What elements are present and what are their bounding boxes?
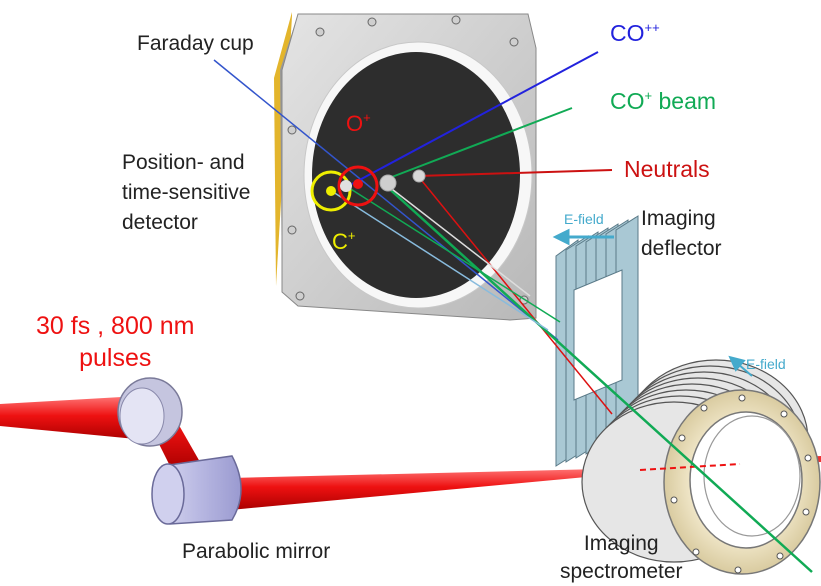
bolt [776,552,784,560]
c-plus-ring [310,170,352,212]
co-plus-plus-label: CO++ [610,20,660,47]
bolt [692,548,700,556]
co-plus-plus-charge: ++ [644,20,660,35]
imaging-spectrometer-label-line1: Imaging [583,532,659,555]
faraday-cup-pointer-line [213,59,559,341]
neutrals-label: Neutrals [624,156,710,182]
bolt [678,434,686,442]
c-plus-dot [326,186,336,196]
parabolic-mirror-face [151,463,185,525]
screw [287,125,297,135]
co-plus-beam-text: beam [652,88,717,114]
laser-pulses-label-line1: 30 fs , 800 nm [36,312,195,340]
o-plus-text: O [346,111,364,136]
o-plus-charge: + [363,110,371,125]
screw [509,37,519,47]
impact-spots [310,165,426,212]
neutrals-pointer-line [417,169,613,177]
imaging-deflector-label-line1: Imaging [641,207,716,230]
imaging-deflector-label: Imaging deflector [641,204,722,264]
spectrometer-bolts [670,394,812,574]
e-field-label-spectrometer: E-field [746,356,786,372]
laser-beam-focused [230,468,640,510]
bolt [802,508,810,516]
co-plus-plus-beam-line [351,51,599,185]
screw [451,15,461,25]
bolt [700,404,708,412]
detector-label: Position- and time-sensitive detector [122,148,250,238]
bolt [738,394,746,402]
e-field-arrowhead-2 [728,355,746,372]
screw [315,27,325,37]
neutrals-trajectory [417,175,613,415]
spectrometer-inner-ring [703,415,801,537]
co-plus-beam-label: CO+ beam [610,88,716,115]
c-plus-trajectory [329,189,549,331]
co-plus-beam-line [383,107,573,181]
o-plus-dot [353,179,363,189]
laser-pulses-label: 30 fs , 800 nm pulses [36,310,194,374]
co-plus-spot [379,174,397,192]
bolt [804,454,812,462]
deflector-window [573,269,623,401]
co-plus-text: CO [610,88,645,114]
deflected-trajectory [387,185,531,297]
imaging-spectrometer-label-line2: spectrometer [560,560,683,583]
detector-assembly [274,12,537,321]
o-plus-label: O+ [346,110,371,137]
c-plus-label: C+ [332,228,355,255]
screw [367,17,377,27]
parabolic-mirror [151,455,242,525]
imaging-deflector-label-line2: deflector [641,237,722,260]
trajectories [213,51,813,573]
bolt [734,566,742,574]
parabolic-mirror-label: Parabolic mirror [182,540,331,563]
detector-label-line1: Position- and [122,151,245,174]
laser-beam-incoming [0,396,146,440]
screw [287,225,297,235]
e-field-label-deflector: E-field [564,211,604,227]
flat-mirror [117,377,183,447]
ion-trajectory [345,185,561,323]
co-plus-trajectory [383,183,813,573]
imaging-spectrometer [581,359,821,575]
faraday-cup-spot [340,180,352,192]
bolt [780,410,788,418]
neutrals-spot [412,169,426,183]
screw [295,291,305,301]
e-field-arrows [552,228,753,377]
detector-label-line2: time-sensitive [122,181,251,204]
imaging-spectrometer-label: Imaging spectrometer [560,530,683,586]
detector-label-line3: detector [122,211,198,234]
c-plus-text: C [332,229,348,254]
laser-through-bore [639,463,741,471]
o-plus-ring [337,165,379,207]
flat-mirror-face [119,387,165,445]
e-field-arrowhead-1 [552,228,570,246]
imaging-deflector [555,215,639,467]
co-plus-charge: + [644,88,653,103]
c-plus-charge: + [347,228,356,243]
co-plus-plus-text: CO [610,20,645,46]
faraday-cup-label: Faraday cup [137,32,254,55]
laser-pulses-label-line2: pulses [79,344,152,372]
bolt [670,496,678,504]
spectrometer-bore [689,411,803,549]
